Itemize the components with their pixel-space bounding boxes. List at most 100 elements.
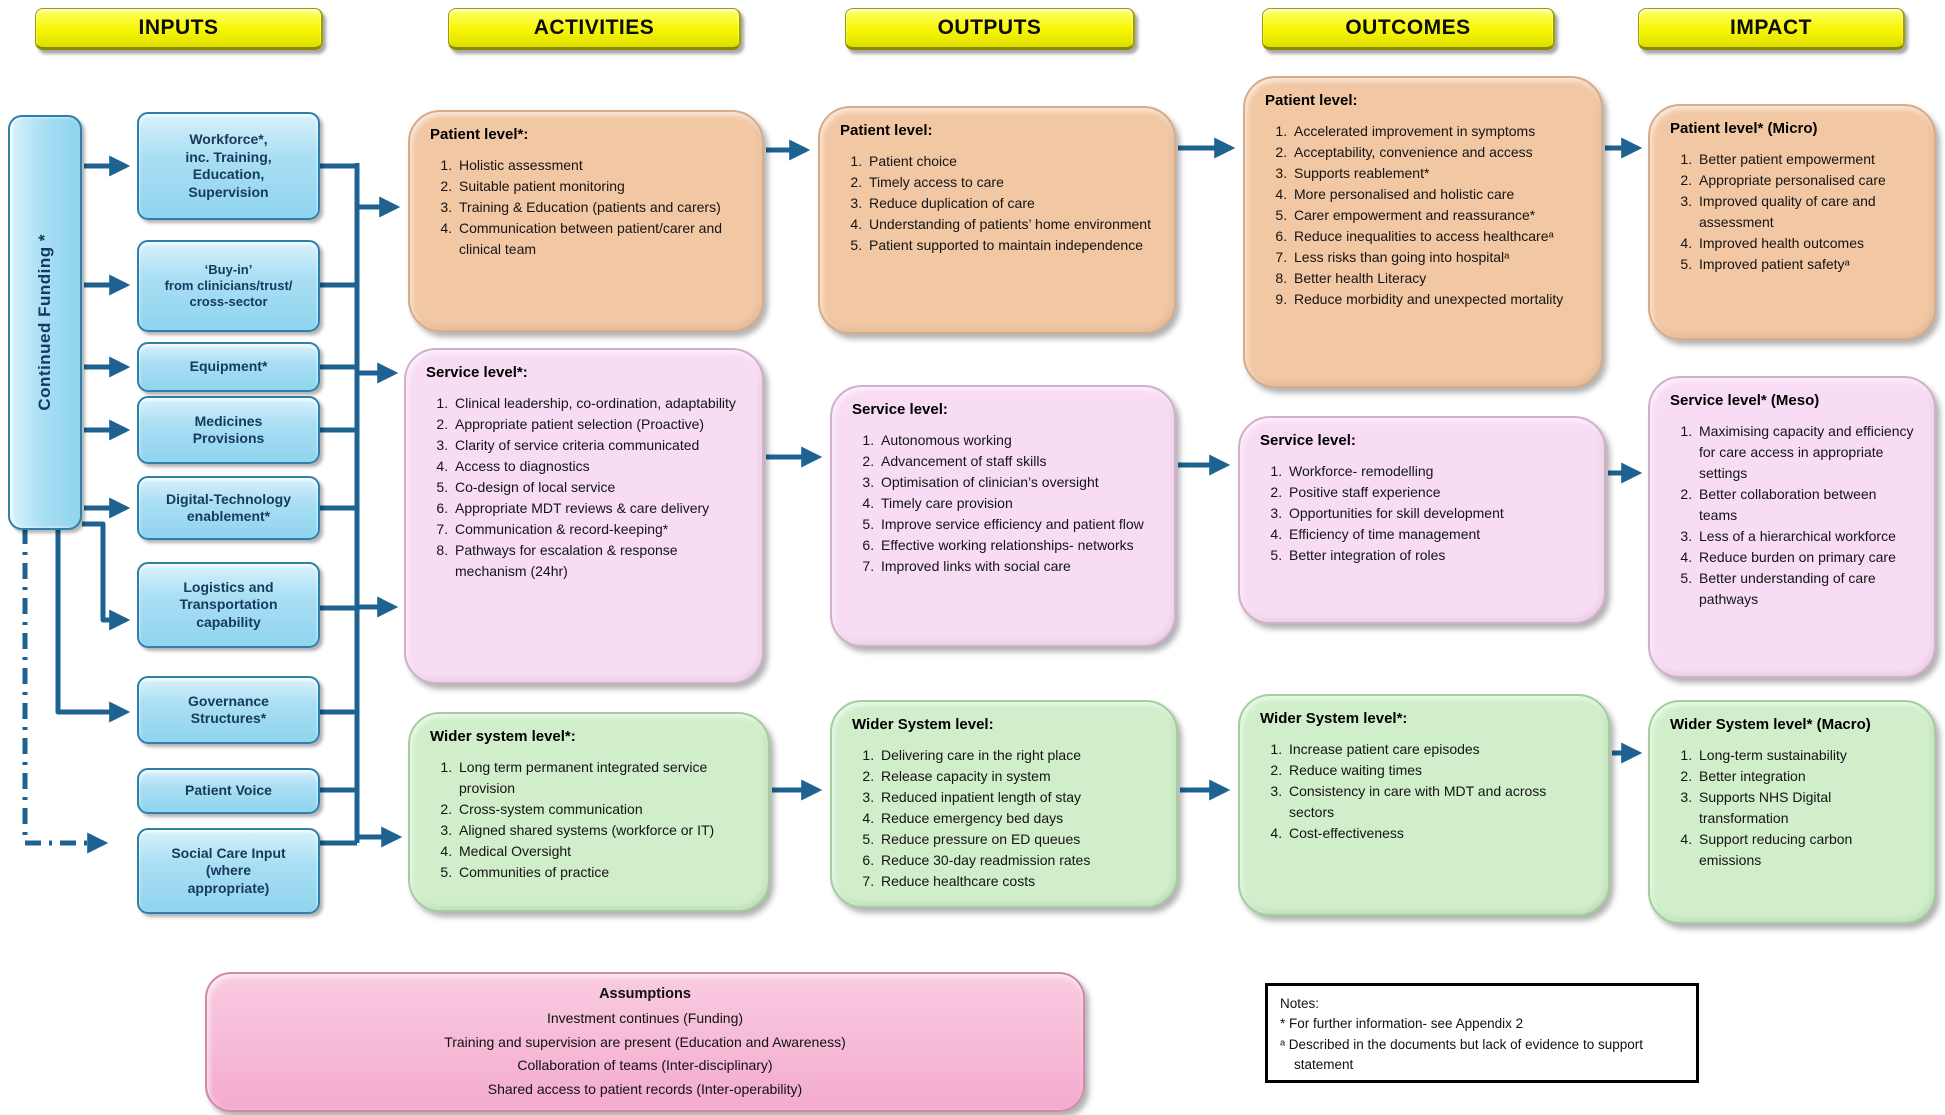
list-item: Reduce duplication of care <box>866 193 1158 214</box>
list-item: More personalised and holistic care <box>1291 184 1585 205</box>
input-box-equipment: Equipment* <box>137 342 320 392</box>
note-line: ᵃ Described in the documents but lack of… <box>1280 1036 1643 1072</box>
input-box-governance: Governance Structures* <box>137 676 320 744</box>
assumption-line: Investment continues (Funding) <box>546 1009 744 1026</box>
list-item: Accelerated improvement in symptoms <box>1291 121 1585 142</box>
list-item: Communication & record-keeping* <box>452 519 746 540</box>
input-box-buy-in: ‘Buy-in’ from clinicians/trust/ cross-se… <box>137 240 320 332</box>
continued-funding-label: Continued Funding * <box>35 234 54 411</box>
list-item: Cross-system communication <box>456 799 752 820</box>
list-item: Reduce emergency bed days <box>878 808 1160 829</box>
list-item: Long-term sustainability <box>1696 745 1918 766</box>
list-item: Improved health outcomes <box>1696 233 1918 254</box>
input-box-digital-technology: Digital-Technology enablement* <box>137 476 320 540</box>
list-item: Improve service efficiency and patient f… <box>878 514 1158 535</box>
list-item: Release capacity in system <box>878 766 1160 787</box>
list-item: Positive staff experience <box>1286 482 1588 503</box>
list-item: Improved quality of care and assessment <box>1696 191 1918 233</box>
list-item: Reduce 30-day readmission rates <box>878 850 1160 871</box>
list-item: Clinical leadership, co-ordination, adap… <box>452 393 746 414</box>
assumptions-title: Assumptions <box>599 986 691 1003</box>
outcomes-wider-system-level-box: Wider System level*: Increase patient ca… <box>1238 694 1610 916</box>
box-title: Service level: <box>1260 432 1356 449</box>
header-outcomes: OUTCOMES <box>1262 8 1555 50</box>
input-box-social-care: Social Care Input (where appropriate) <box>137 828 320 914</box>
impact-patient-level-box: Patient level* (Micro) Better patient em… <box>1648 104 1936 340</box>
activities-wider-system-level-box: Wider system level*: Long term permanent… <box>408 712 770 912</box>
assumptions-box: Assumptions Investment continues (Fundin… <box>205 972 1085 1112</box>
box-list: Long-term sustainabilityBetter integrati… <box>1670 745 1918 871</box>
list-item: Better health Literacy <box>1291 268 1585 289</box>
impact-service-level-box: Service level* (Meso) Maximising capacit… <box>1648 376 1936 678</box>
list-item: Better collaboration between teams <box>1696 484 1918 526</box>
list-item: Suitable patient monitoring <box>456 176 746 197</box>
list-item: Less risks than going into hospitalᵃ <box>1291 247 1585 268</box>
box-title: Wider System level*: <box>1260 710 1408 727</box>
list-item: Timely access to care <box>866 172 1158 193</box>
list-item: Better patient empowerment <box>1696 149 1918 170</box>
list-item: Better understanding of care pathways <box>1696 568 1918 610</box>
list-item: Better integration <box>1696 766 1918 787</box>
list-item: Workforce- remodelling <box>1286 461 1588 482</box>
list-item: Appropriate personalised care <box>1696 170 1918 191</box>
list-item: Consistency in care with MDT and across … <box>1286 781 1592 823</box>
list-item: Carer empowerment and reassurance* <box>1291 205 1585 226</box>
notes-lines: * For further information- see Appendix … <box>1280 1014 1684 1075</box>
box-title: Patient level: <box>840 122 933 139</box>
list-item: Support reducing carbon emissions <box>1696 829 1918 871</box>
list-item: Long term permanent integrated service p… <box>456 757 752 799</box>
list-item: Clarity of service criteria communicated <box>452 435 746 456</box>
input-box-workforce: Workforce*, inc. Training, Education, Su… <box>137 112 320 220</box>
list-item: Medical Oversight <box>456 841 752 862</box>
box-title: Patient level* (Micro) <box>1670 120 1818 137</box>
box-list: Workforce- remodellingPositive staff exp… <box>1260 461 1588 566</box>
note-line: * For further information- see Appendix … <box>1280 1016 1524 1032</box>
box-list: Holistic assessmentSuitable patient moni… <box>430 155 746 260</box>
outputs-service-level-box: Service level: Autonomous workingAdvance… <box>830 385 1176 647</box>
header-activities: ACTIVITIES <box>448 8 741 50</box>
outcomes-patient-level-box: Patient level: Accelerated improvement i… <box>1243 76 1603 388</box>
box-list: Increase patient care episodesReduce wai… <box>1260 739 1592 844</box>
list-item: Increase patient care episodes <box>1286 739 1592 760</box>
box-list: Long term permanent integrated service p… <box>430 757 752 883</box>
notes-title: Notes: <box>1280 996 1320 1011</box>
list-item: Acceptability, convenience and access <box>1291 142 1585 163</box>
list-item: Timely care provision <box>878 493 1158 514</box>
list-item: Reduce morbidity and unexpected mortalit… <box>1291 289 1585 310</box>
list-item: Autonomous working <box>878 430 1158 451</box>
box-title: Service level: <box>852 401 948 418</box>
list-item: Delivering care in the right place <box>878 745 1160 766</box>
list-item: Advancement of staff skills <box>878 451 1158 472</box>
box-title: Patient level: <box>1265 92 1358 109</box>
outcomes-service-level-box: Service level: Workforce- remodellingPos… <box>1238 416 1606 624</box>
continued-funding-box: Continued Funding * <box>8 115 82 530</box>
input-box-patient-voice: Patient Voice <box>137 768 320 814</box>
impact-wider-system-level-box: Wider System level* (Macro) Long-term su… <box>1648 700 1936 924</box>
list-item: Reduce inequalities to access healthcare… <box>1291 226 1585 247</box>
list-item: Improved patient safetyᵃ <box>1696 254 1918 275</box>
list-item: Effective working relationships- network… <box>878 535 1158 556</box>
list-item: Cost-effectiveness <box>1286 823 1592 844</box>
list-item: Understanding of patients’ home environm… <box>866 214 1158 235</box>
list-item: Appropriate MDT reviews & care delivery <box>452 498 746 519</box>
list-item: Patient choice <box>866 151 1158 172</box>
box-list: Accelerated improvement in symptomsAccep… <box>1265 121 1585 310</box>
box-list: Patient choiceTimely access to careReduc… <box>840 151 1158 256</box>
list-item: Supports reablement* <box>1291 163 1585 184</box>
list-item: Pathways for escalation & response mecha… <box>452 540 746 582</box>
list-item: Reduced inpatient length of stay <box>878 787 1160 808</box>
list-item: Maximising capacity and efficiency for c… <box>1696 421 1918 484</box>
box-list: Maximising capacity and efficiency for c… <box>1670 421 1918 610</box>
header-outputs: OUTPUTS <box>845 8 1135 50</box>
list-item: Aligned shared systems (workforce or IT) <box>456 820 752 841</box>
list-item: Supports NHS Digital transformation <box>1696 787 1918 829</box>
header-inputs: INPUTS <box>35 8 323 50</box>
assumption-line: Shared access to patient records (Inter-… <box>487 1081 803 1098</box>
list-item: Reduce burden on primary care <box>1696 547 1918 568</box>
list-item: Reduce healthcare costs <box>878 871 1160 892</box>
header-impact: IMPACT <box>1638 8 1905 50</box>
assumptions-lines: Investment continues (Funding)Training a… <box>444 1007 846 1102</box>
list-item: Opportunities for skill development <box>1286 503 1588 524</box>
activities-patient-level-box: Patient level*: Holistic assessmentSuita… <box>408 110 764 332</box>
